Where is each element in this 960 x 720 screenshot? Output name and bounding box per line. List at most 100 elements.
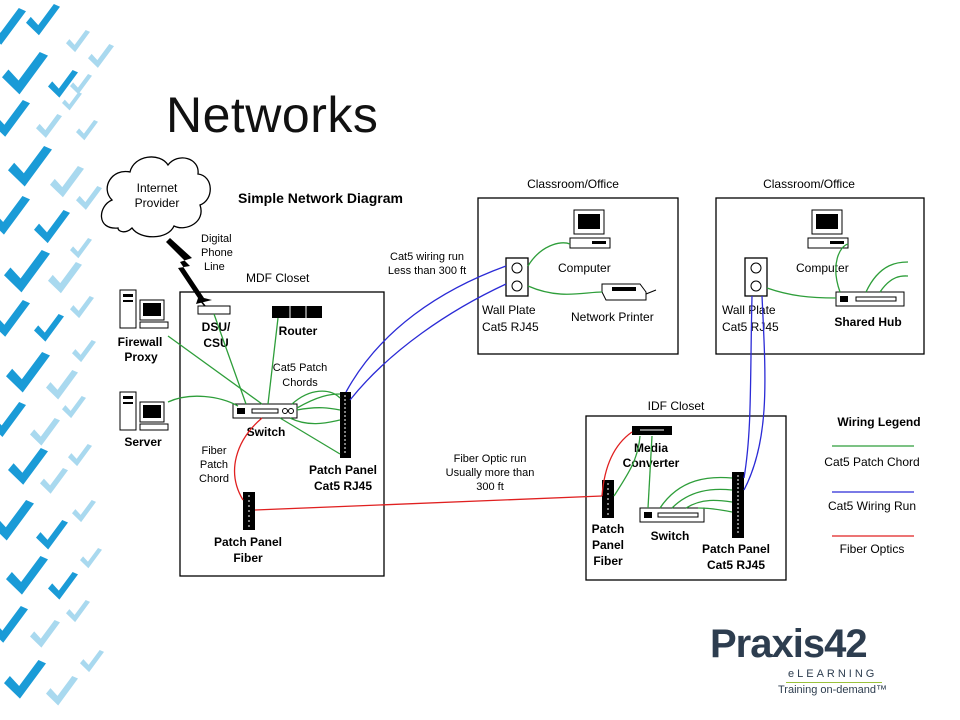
- room2-wallplate-label-1: Wall Plate: [722, 303, 776, 317]
- checkmark-icon: [80, 650, 104, 673]
- wire-idf-switch-panel-1: [659, 476, 733, 509]
- firewall-label-1: Firewall: [118, 335, 163, 349]
- logo-brand-number: 42: [824, 622, 867, 666]
- checkmark-icon: [26, 4, 60, 36]
- checkmark-icon: [0, 100, 30, 137]
- router-icon: [272, 306, 322, 318]
- room1-box: [477, 197, 679, 355]
- room1-title: Classroom/Office: [527, 177, 619, 191]
- idf-fiber-label-1: Patch: [592, 522, 625, 536]
- patch-panel-fiber-icon: [243, 492, 255, 530]
- fiber-run-label-2: Usually more than: [446, 467, 535, 479]
- checkmark-icon: [48, 70, 78, 98]
- room1-computer-label: Computer: [558, 261, 611, 275]
- wire-room2-plate-to-hub: [766, 287, 837, 299]
- cloud-label-1: Internet: [137, 181, 178, 195]
- patch-panel-fiber-label-2: Fiber: [233, 551, 263, 565]
- checkmark-icon: [48, 572, 78, 600]
- network-printer-label: Network Printer: [571, 310, 654, 324]
- shared-hub-icon: [835, 291, 905, 307]
- server-computer-icon: [119, 391, 169, 431]
- checkmark-icon: [50, 166, 84, 198]
- checkmark-icon: [0, 606, 28, 643]
- wire-firewall-to-switch: [167, 335, 263, 405]
- checkmark-icon: [72, 340, 96, 363]
- fiber-chord-label-2: Patch: [200, 459, 228, 471]
- wire-idf-switch-panel-2: [671, 488, 733, 509]
- mdf-switch-label: Switch: [247, 425, 286, 439]
- network-printer-icon: [601, 283, 657, 301]
- logo-tagline: Training on-demand™: [778, 684, 888, 696]
- checkmark-icon: [48, 262, 82, 294]
- router-label: Router: [279, 324, 318, 338]
- wiring-run-label-1: Cat5 wiring run: [390, 251, 464, 263]
- media-converter-label-2: Converter: [623, 456, 680, 470]
- checkmark-icon: [36, 114, 62, 138]
- idf-fiber-label-2: Panel: [592, 538, 624, 552]
- praxis42-logo: Praxis42 eLEARNING Training on-demand™: [710, 622, 890, 702]
- checkmark-icon: [70, 74, 92, 95]
- mdf-closet-box: [179, 291, 385, 577]
- phone-line-label-2: Phone: [201, 247, 233, 259]
- phone-line-label-3: Line: [204, 261, 225, 273]
- checkmark-icon: [6, 352, 50, 393]
- checkmark-icon: [0, 8, 26, 45]
- mdf-closet-label: MDF Closet: [246, 271, 310, 285]
- checkmark-icon: [88, 44, 114, 68]
- dsu-device-icon: [197, 305, 231, 315]
- checkmark-icon: [30, 418, 60, 446]
- idf-patch-label-1: Patch Panel: [702, 542, 770, 556]
- wire-run-idf-to-room2-b: [743, 295, 766, 491]
- checkmark-icon: [8, 146, 52, 187]
- wire-switch-to-panel-5: [291, 390, 341, 405]
- checkmark-icon: [8, 448, 48, 485]
- patch-panel-fiber-label-1: Patch Panel: [214, 535, 282, 549]
- room2-wall-plate-icon: [744, 257, 768, 297]
- legend-title: Wiring Legend: [837, 415, 920, 429]
- shared-hub-label: Shared Hub: [834, 315, 901, 329]
- patch-panel-cat5-label-1: Patch Panel: [309, 463, 377, 477]
- room2-box: [715, 197, 925, 355]
- room1-wallplate-label-2: Cat5 RJ45: [482, 320, 539, 334]
- checkmark-icon: [4, 660, 46, 699]
- idf-switch-label: Switch: [651, 529, 690, 543]
- media-converter-icon: [632, 426, 672, 435]
- wire-switch-to-panel-4: [279, 417, 341, 455]
- idf-patch-panel-cat5-icon: [732, 472, 744, 538]
- checkmark-icon: [0, 402, 26, 437]
- room1-wallplate-label-1: Wall Plate: [482, 303, 536, 317]
- checkmark-icon: [46, 676, 78, 706]
- wire-room1-plate-to-printer: [527, 285, 603, 295]
- dsu-label-1: DSU/: [202, 320, 231, 334]
- wire-idf-fiber-to-media: [613, 435, 641, 497]
- idf-switch-icon: [639, 507, 705, 523]
- idf-closet-box: [585, 415, 787, 581]
- wire-idf-media-to-switch: [647, 435, 653, 509]
- room2-wallplate-label-2: Cat5 RJ45: [722, 320, 779, 334]
- wire-idf-switch-panel-4: [697, 507, 733, 513]
- checkmark-icon: [66, 30, 90, 53]
- checkmark-icon: [2, 52, 48, 95]
- fiber-chord-label-3: Chord: [199, 473, 229, 485]
- wire-switch-to-panel-2: [296, 407, 341, 411]
- slide-title: Networks: [166, 87, 379, 143]
- wiring-run-label-2: Less than 300 ft: [388, 265, 466, 277]
- wire-room2-hub-up-2: [879, 275, 909, 293]
- checkmark-icon: [30, 620, 60, 648]
- firewall-label-2: Proxy: [124, 350, 158, 364]
- checkmark-icon: [34, 210, 70, 244]
- checkmark-icon: [4, 250, 50, 293]
- checkmark-icon: [62, 92, 82, 111]
- wire-dsu-to-switch: [213, 313, 247, 405]
- idf-patch-label-2: Cat5 RJ45: [707, 558, 765, 572]
- switch-icon: [232, 403, 298, 419]
- patch-chords-label-2: Chords: [282, 377, 318, 389]
- wire-run-idf-to-room2-a: [743, 295, 753, 479]
- dsu-label-2: CSU: [203, 336, 228, 350]
- checkmark-icon: [6, 556, 48, 595]
- wire-run-mdf-to-room1-a: [345, 265, 507, 393]
- phone-line-label-1: Digital: [201, 233, 232, 245]
- wire-router-to-switch: [267, 317, 279, 405]
- server-label: Server: [124, 435, 162, 449]
